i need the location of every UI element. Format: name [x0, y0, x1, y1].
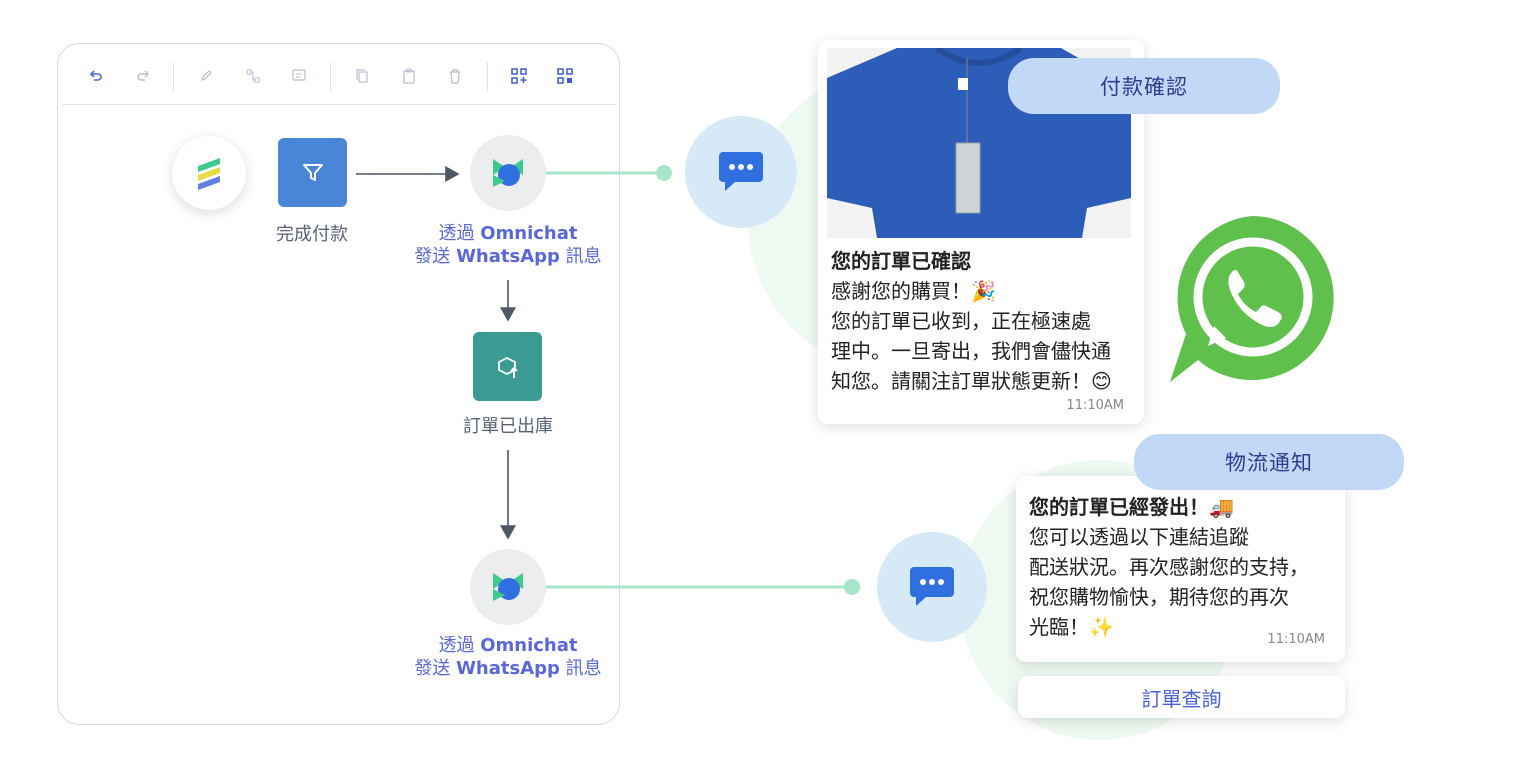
message-card-2: 您的訂單已經發出！🚚 您可以透過以下連結追蹤 配送狀況。再次感謝您的支持， 祝您… [1016, 476, 1345, 662]
paste-icon[interactable] [399, 66, 419, 86]
message-1-line: 理中。一旦寄出，我們會儘快通 [831, 339, 1111, 363]
copy-icon[interactable] [352, 66, 372, 86]
connect-icon[interactable] [243, 66, 263, 86]
message-2-line: 配送狀況。再次感謝您的支持， [1029, 555, 1309, 579]
message-1-time: 11:10AM [1066, 398, 1124, 413]
omnichat-send-node-1[interactable] [470, 135, 546, 211]
message-1-line: 感謝您的購買！🎉 [831, 279, 996, 303]
message-1-line: 知您。請關注訂單狀態更新！😊 [831, 369, 1112, 393]
chat-bubble-node-2 [877, 532, 987, 642]
omnichat-send-node-2[interactable] [470, 549, 546, 625]
message-2-line: 光臨！✨ [1029, 615, 1114, 639]
send-node-2-label: 透過 Omnichat 發送 WhatsApp 訊息 [414, 635, 602, 679]
edit-icon[interactable] [196, 66, 216, 86]
box-upload-icon [497, 356, 518, 378]
omnichat-logo-icon [493, 573, 523, 601]
message-2-line: 祝您購物愉快，期待您的再次 [1029, 585, 1289, 609]
message-1-title: 您的訂單已確認 [831, 249, 971, 273]
message-2-title: 您的訂單已經發出！🚚 [1029, 495, 1234, 519]
stripes-logo-icon [198, 158, 220, 190]
message-2-line: 您可以透過以下連結追蹤 [1029, 525, 1249, 549]
omnichat-logo-icon [493, 159, 523, 187]
trigger-label: 完成付款 [276, 224, 348, 245]
editor-toolbar [62, 52, 616, 105]
message-2-time: 11:10AM [1267, 632, 1325, 647]
send-node-1-label: 透過 Omnichat 發送 WhatsApp 訊息 [414, 223, 602, 267]
qr-icon[interactable] [555, 66, 575, 86]
filter-node[interactable] [278, 138, 347, 207]
chat-message-icon [719, 152, 763, 191]
delete-icon[interactable] [445, 66, 465, 86]
order-shipped-node[interactable] [473, 332, 542, 401]
message-2-body: 您的訂單已經發出！🚚 您可以透過以下連結追蹤 配送狀況。再次感謝您的支持， 祝您… [1029, 492, 1339, 642]
chat-message-icon [910, 567, 954, 606]
message-1-line: 您的訂單已收到，正在極速處 [831, 309, 1091, 333]
chat-bubble-node-1 [685, 116, 797, 228]
order-query-button[interactable]: 訂單查詢 [1018, 676, 1345, 718]
redo-icon[interactable] [133, 66, 153, 86]
undo-icon[interactable] [86, 66, 106, 86]
whatsapp-logo-icon [1170, 216, 1334, 382]
tag-logistics-notice: 物流通知 [1134, 434, 1404, 490]
message-1-body: 您的訂單已確認 感謝您的購買！🎉 您的訂單已收到，正在極速處 理中。一旦寄出，我… [831, 246, 1136, 396]
comment-icon[interactable] [289, 66, 309, 86]
tag-payment-confirmed: 付款確認 [1008, 58, 1280, 114]
app-logo-node[interactable] [172, 136, 246, 210]
qr-add-icon[interactable] [509, 66, 529, 86]
shipped-label: 訂單已出庫 [463, 416, 553, 437]
filter-icon [302, 163, 323, 181]
